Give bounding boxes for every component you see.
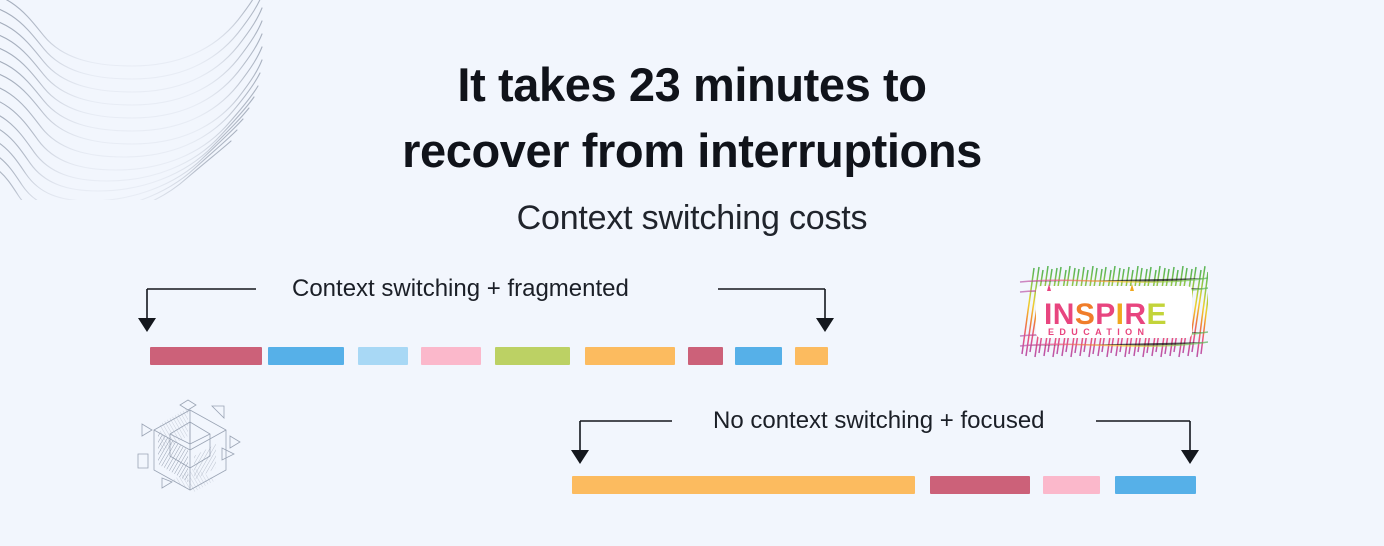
- svg-text:EDUCATION: EDUCATION: [1048, 327, 1149, 337]
- timeline-bar-fragmented: [150, 347, 830, 365]
- title-line-2: recover from interruptions: [402, 124, 982, 177]
- isometric-cube-decoration: [137, 399, 241, 492]
- svg-text:INSPIRE: INSPIRE: [1044, 298, 1167, 331]
- bar-segment: [358, 347, 408, 365]
- bar-segment: [688, 347, 723, 365]
- page-title: It takes 23 minutes to recover from inte…: [0, 52, 1384, 184]
- row-label-no-context-switching: No context switching + focused: [713, 407, 1045, 434]
- bar-segment: [495, 347, 570, 365]
- bar-segment: [421, 347, 481, 365]
- bar-segment: [795, 347, 828, 365]
- arrow-head-row2-right: [1181, 450, 1199, 464]
- arrow-head-row2-left: [571, 450, 589, 464]
- row-label-context-switching: Context switching + fragmented: [292, 275, 629, 302]
- bar-segment: [1115, 476, 1196, 494]
- arrow-head-row1-right: [816, 318, 834, 332]
- bar-segment: [150, 347, 262, 365]
- title-line-1: It takes 23 minutes to: [457, 58, 927, 111]
- inspire-education-logo: INSPIRE EDUCATION: [1014, 262, 1212, 362]
- bar-segment: [930, 476, 1030, 494]
- page-subtitle: Context switching costs: [516, 199, 868, 237]
- arrow-head-row1-left: [138, 318, 156, 332]
- bar-segment: [572, 476, 915, 494]
- bar-segment: [1043, 476, 1100, 494]
- bar-segment: [268, 347, 344, 365]
- bar-segment: [735, 347, 782, 365]
- bar-segment: [585, 347, 675, 365]
- timeline-bar-focused: [572, 476, 1198, 494]
